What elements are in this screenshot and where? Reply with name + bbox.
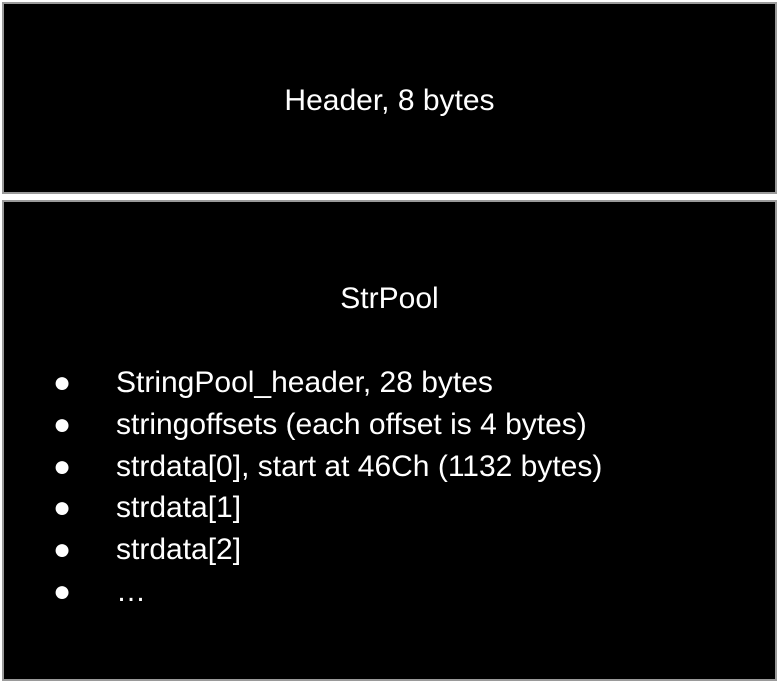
bullet-icon: ● bbox=[52, 533, 72, 567]
list-item-text: StringPool_header, 28 bytes bbox=[116, 366, 493, 399]
bullet-icon: ● bbox=[52, 491, 72, 525]
list-item-text: stringoffsets (each offset is 4 bytes) bbox=[116, 407, 587, 441]
strpool-title: StrPool bbox=[340, 282, 439, 315]
bullet-icon: ● bbox=[52, 407, 72, 441]
bullet-icon: ● bbox=[52, 574, 72, 608]
list-item-text: strdata[1] bbox=[116, 491, 242, 525]
header-block: Header, 8 bytes bbox=[2, 2, 777, 194]
header-label: Header, 8 bytes bbox=[284, 84, 495, 117]
list-item-text: strdata[0], start at 46Ch (1132 bytes) bbox=[116, 449, 603, 483]
list-item-text: strdata[2] bbox=[116, 533, 242, 567]
bullet-icon: ● bbox=[52, 449, 72, 483]
strpool-block: StrPool ● StringPool_header, 28 bytes ● … bbox=[2, 200, 777, 681]
bullet-icon: ● bbox=[52, 366, 72, 399]
list-item-text: … bbox=[116, 574, 146, 608]
